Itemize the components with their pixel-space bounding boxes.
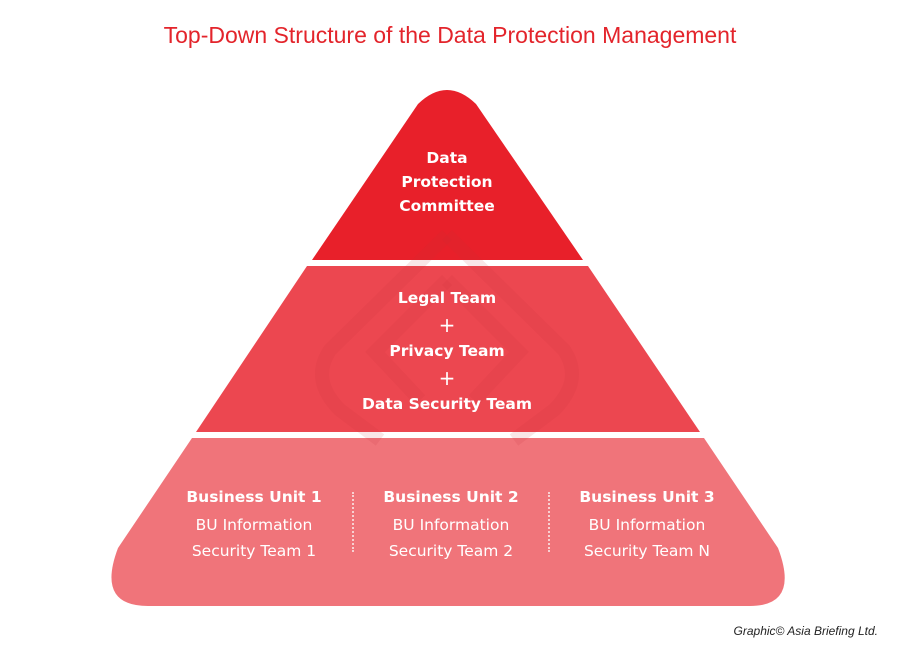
committee-line-1: Data [426,149,468,167]
unit-team-line-1: BU Information [588,516,706,534]
unit-team-line-1: BU Information [392,516,510,534]
unit-team-line-2: Security Team 1 [191,542,317,560]
unit-team-line-2: Security Team N [583,542,711,560]
business-unit-2: Business Unit 2 BU Information Security … [361,483,541,563]
diagram-title: Top-Down Structure of the Data Protectio… [163,22,737,48]
committee-line-3: Committee [399,197,495,215]
legal-team: Legal Team [397,289,497,307]
plus-sign: + [438,365,456,390]
plus-sign: + [438,312,456,337]
data-security-team: Data Security Team [362,395,532,413]
unit-name: Business Unit 1 [186,488,322,506]
unit-name: Business Unit 2 [383,488,519,506]
business-unit-3: Business Unit 3 BU Information Security … [557,483,737,563]
tier-bottom [111,438,785,606]
privacy-team: Privacy Team [389,342,505,360]
unit-team-line-2: Security Team 2 [388,542,514,560]
tier-middle-label: Legal Team + Privacy Team + Data Securit… [297,285,597,418]
unit-name: Business Unit 3 [579,488,715,506]
tier-top-label: Data Protection Committee [347,146,547,218]
divider [548,492,550,552]
divider [352,492,354,552]
business-unit-1: Business Unit 1 BU Information Security … [164,483,344,563]
credit: Graphic© Asia Briefing Ltd. [733,624,878,638]
watermark-logo [315,230,579,446]
tier-middle [196,266,700,432]
tier-top [312,90,583,260]
unit-team-line-1: BU Information [195,516,313,534]
committee-line-2: Protection [401,173,493,191]
